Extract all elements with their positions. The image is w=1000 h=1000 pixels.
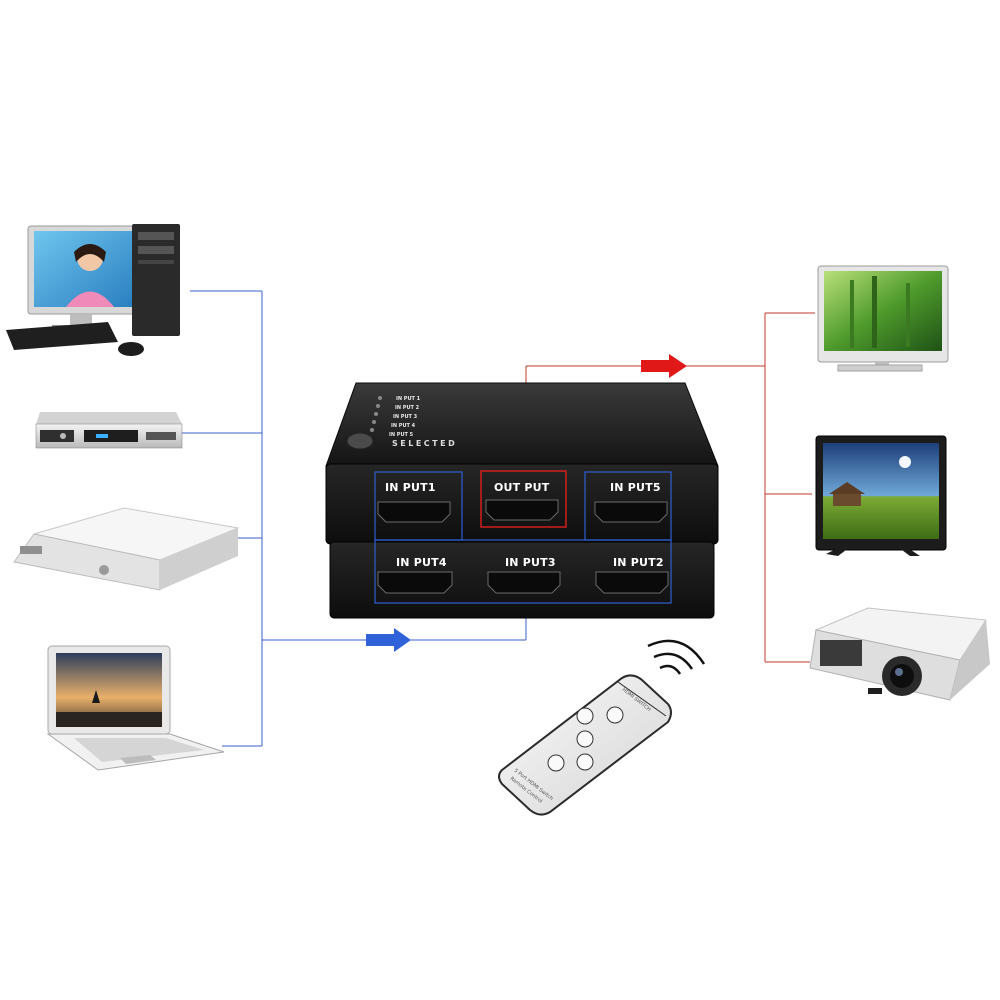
port-label: OUT PUT — [494, 481, 550, 494]
led-label: IN PUT 5 — [389, 432, 414, 438]
led-label: IN PUT 1 — [396, 396, 421, 402]
port-label: IN PUT5 — [610, 481, 661, 494]
desktop-computer-icon — [6, 224, 180, 356]
led-indicator — [372, 420, 376, 424]
remote-button[interactable] — [576, 730, 594, 748]
hdmi-port-icon[interactable] — [377, 571, 453, 594]
remote-button[interactable] — [576, 753, 594, 771]
remote-control-icon[interactable]: HDMI SWITCH 5 Port HDMI Switch Remote Co… — [498, 639, 706, 816]
hdmi-port-icon[interactable] — [595, 571, 669, 594]
remote-button[interactable] — [606, 706, 624, 724]
hdmi-switch-lower-unit: IN PUT4 IN PUT3 IN PUT2 — [329, 539, 715, 619]
port-label: IN PUT1 — [385, 481, 436, 494]
external-drive-icon — [13, 507, 240, 591]
television-icon — [815, 435, 947, 556]
dvd-player-icon — [35, 412, 183, 449]
led-label: IN PUT 2 — [395, 405, 420, 411]
hdmi-port-icon[interactable] — [594, 501, 668, 523]
port-label: IN PUT4 — [396, 556, 447, 569]
output-arrow-right-icon — [641, 354, 687, 378]
led-label: IN PUT 4 — [391, 423, 416, 429]
led-indicator — [374, 412, 378, 416]
port-label: IN PUT3 — [505, 556, 556, 569]
output-port-frame — [480, 470, 567, 528]
remote-button[interactable] — [576, 707, 594, 725]
led-indicator — [370, 428, 374, 432]
led-indicator-column — [370, 396, 382, 432]
input-port-frame — [374, 539, 672, 604]
hdmi-port-icon[interactable] — [485, 499, 559, 521]
led-indicator — [378, 396, 382, 400]
led-indicator — [376, 404, 380, 408]
selected-label: SELECTED — [392, 439, 457, 448]
television-icon — [817, 265, 949, 372]
laptop-icon — [46, 645, 225, 771]
input-arrow-icon — [366, 628, 411, 652]
led-label: IN PUT 3 — [393, 414, 418, 420]
port-label: IN PUT2 — [613, 556, 664, 569]
hdmi-switch-upper-unit: IN PUT 1 IN PUT 2 IN PUT 3 IN PUT 4 IN P… — [325, 382, 719, 545]
hdmi-port-icon[interactable] — [377, 501, 451, 523]
select-button[interactable] — [346, 432, 374, 450]
wireless-signal-icon — [647, 639, 706, 675]
remote-button[interactable] — [547, 754, 565, 772]
projector-icon — [809, 607, 990, 701]
hdmi-port-icon[interactable] — [487, 571, 561, 594]
